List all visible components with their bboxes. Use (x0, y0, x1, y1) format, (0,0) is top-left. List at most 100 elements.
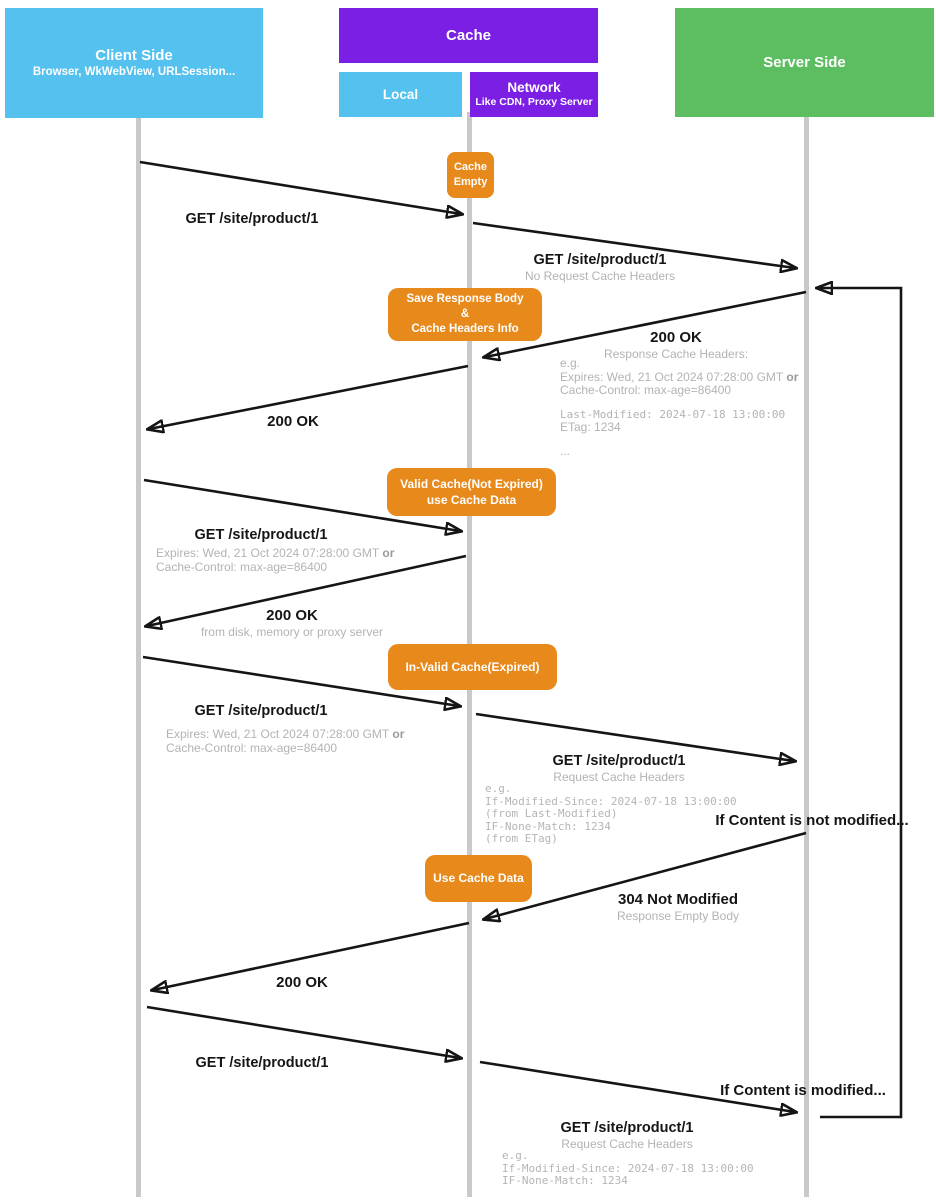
arrow-server-to-cache-1 (485, 290, 807, 357)
headers-expires: Expires: Wed, 21 Oct 2024 07:28:00 GMT o… (560, 369, 799, 385)
msg-200-client-2: 200 OK from disk, memory or proxy server (201, 607, 383, 639)
msg-get-net-4-text: GET /site/product/1 (560, 1120, 694, 1136)
msg-get-net-4-sub: Request Cache Headers (561, 1137, 693, 1151)
headers-expires-text: Expires: Wed, 21 Oct 2024 07:28:00 GMT (560, 369, 784, 384)
client-side-box: Client Side Browser, WkWebView, URLSessi… (5, 8, 263, 118)
headers-last-modified: Last-Modified: 2024-07-18 13:00:00 (560, 407, 786, 421)
msg-304-text: 304 Not Modified (617, 891, 738, 908)
arrow-client-to-cache-1 (139, 160, 461, 214)
msg-200-net-1-sub: Response Cache Headers: (603, 347, 749, 361)
msg-200-client-2-text: 200 OK (266, 607, 318, 624)
s3-eg: e.g. (485, 782, 512, 795)
request-headers-detail-3: Expires: Wed, 21 Oct 2024 07:28:00 GMT o… (166, 727, 405, 755)
msg-get-net-1-sub: No Request Cache Headers (524, 269, 676, 283)
msg-get-net-3-text: GET /site/product/1 (552, 753, 686, 769)
note-cache-empty-line2: Empty (453, 176, 488, 188)
s3-cache-control: Cache-Control: max-age=86400 (166, 740, 338, 755)
label-if-not-modified-text: If Content is not modified... (715, 812, 909, 829)
server-side-box: Server Side (675, 8, 934, 117)
note-invalid-cache: In-Valid Cache(Expired) (388, 644, 557, 690)
msg-200-client-3-text: 200 OK (276, 974, 328, 991)
s4-eg: e.g. (502, 1149, 529, 1162)
arrow-cache-to-server-1 (472, 221, 795, 268)
note-valid-cache: Valid Cache(Not Expired) use Cache Data (387, 468, 556, 516)
note-save-line2: & (460, 308, 470, 321)
s3-expires: Expires: Wed, 21 Oct 2024 07:28:00 GMT o… (166, 727, 405, 742)
headers-etag: ETag: 1234 (560, 420, 621, 434)
msg-200-client-1: 200 OK (267, 413, 319, 430)
msg-get-client-1: GET /site/product/1 (186, 211, 319, 227)
note-save-response-body: Save Response Body & Cache Headers Info (388, 288, 542, 341)
cache-network-subtitle: Like CDN, Proxy Server (475, 96, 593, 109)
msg-get-client-4-text: GET /site/product/1 (195, 1055, 329, 1071)
s3-from-etag: (from ETag) (485, 832, 558, 845)
arrow-cache-to-client-1 (149, 364, 469, 429)
s4-if-none-match: IF-None-Match: 1234 (502, 1174, 628, 1187)
arrow-cache-to-server-4 (479, 1060, 795, 1112)
msg-200-net-1-text: 200 OK (650, 329, 702, 346)
label-if-modified: If Content is modified... (720, 1082, 886, 1099)
conditional-headers-detail-3: e.g. If-Modified-Since: 2024-07-18 13:00… (485, 782, 737, 846)
s3-from-last-modified: (from Last-Modified) (485, 807, 618, 820)
msg-304-sub: Response Empty Body (616, 909, 740, 923)
client-side-subtitle: Browser, WkWebView, URLSession... (32, 66, 236, 79)
conditional-headers-detail-4: e.g. If-Modified-Since: 2024-07-18 13:00… (502, 1149, 754, 1188)
arrow-cache-to-client-3 (153, 921, 470, 990)
s3-expires-text: Expires: Wed, 21 Oct 2024 07:28:00 GMT (166, 727, 390, 741)
note-valid-line2: use Cache Data (426, 493, 517, 507)
msg-200-client-1-text: 200 OK (267, 413, 319, 430)
s2-expires-text: Expires: Wed, 21 Oct 2024 07:28:00 GMT (156, 546, 380, 560)
note-cache-empty: Cache Empty (447, 152, 494, 198)
response-cache-headers-detail: e.g. Expires: Wed, 21 Oct 2024 07:28:00 … (560, 356, 799, 458)
msg-get-net-3-sub: Request Cache Headers (553, 770, 685, 784)
s2-cache-control: Cache-Control: max-age=86400 (156, 559, 328, 574)
headers-expires-or: or (786, 369, 799, 384)
msg-get-net-1: GET /site/product/1 No Request Cache Hea… (525, 252, 675, 283)
note-save-line3: Cache Headers Info (411, 322, 519, 335)
cache-local-box: Local (339, 72, 462, 117)
headers-cache-control: Cache-Control: max-age=86400 (560, 383, 732, 397)
note-invalid-line1: In-Valid Cache(Expired) (405, 659, 540, 674)
s2-expires-or: or (382, 546, 395, 560)
msg-200-client-3: 200 OK (276, 974, 328, 991)
cache-network-title: Network (507, 79, 561, 95)
server-side-title: Server Side (763, 53, 846, 71)
s2-expires: Expires: Wed, 21 Oct 2024 07:28:00 GMT o… (156, 546, 395, 561)
headers-eg: e.g. (560, 356, 581, 370)
note-save-line1: Save Response Body (406, 293, 524, 306)
note-cache-empty-line1: Cache (453, 161, 488, 174)
note-use-cache-line1: Use Cache Data (433, 871, 524, 886)
msg-get-net-4: GET /site/product/1 Request Cache Header… (561, 1120, 694, 1151)
cache-local-title: Local (382, 86, 419, 102)
msg-200-client-2-sub: from disk, memory or proxy server (200, 625, 384, 639)
request-headers-detail-2: Expires: Wed, 21 Oct 2024 07:28:00 GMT o… (156, 546, 395, 574)
note-valid-line1: Valid Cache(Not Expired) (400, 476, 543, 491)
arrow-client-to-cache-3 (142, 655, 459, 706)
label-if-modified-text: If Content is modified... (720, 1082, 886, 1099)
msg-get-net-3: GET /site/product/1 Request Cache Header… (553, 753, 686, 784)
note-use-cache-data: Use Cache Data (425, 855, 532, 902)
s3-expires-or: or (392, 727, 405, 741)
msg-get-client-3-text: GET /site/product/1 (194, 703, 328, 719)
client-side-title: Client Side (95, 46, 173, 64)
cache-box: Cache (339, 8, 598, 63)
arrow-client-to-cache-4 (146, 1005, 460, 1058)
arrow-cache-to-client-2 (147, 554, 467, 626)
msg-get-client-4: GET /site/product/1 (196, 1055, 329, 1071)
s3-if-none-match: IF-None-Match: 1234 (485, 819, 611, 833)
arrow-loop-modified-back-to-server (818, 288, 903, 1119)
s3-if-modified-since: If-Modified-Since: 2024-07-18 13:00:00 (485, 794, 737, 808)
arrow-server-to-cache-304 (485, 831, 807, 919)
arrow-client-to-cache-2 (143, 478, 460, 531)
msg-get-client-2: GET /site/product/1 (195, 527, 328, 543)
cache-title: Cache (445, 26, 492, 44)
cache-network-box: Network Like CDN, Proxy Server (470, 72, 598, 117)
msg-get-client-3: GET /site/product/1 (195, 703, 328, 719)
msg-get-client-2-text: GET /site/product/1 (194, 527, 328, 543)
arrow-cache-to-server-3 (475, 712, 794, 761)
msg-get-net-1-text: GET /site/product/1 (533, 252, 667, 268)
msg-get-client-1-text: GET /site/product/1 (185, 211, 319, 227)
headers-ellipsis: ... (560, 443, 571, 458)
